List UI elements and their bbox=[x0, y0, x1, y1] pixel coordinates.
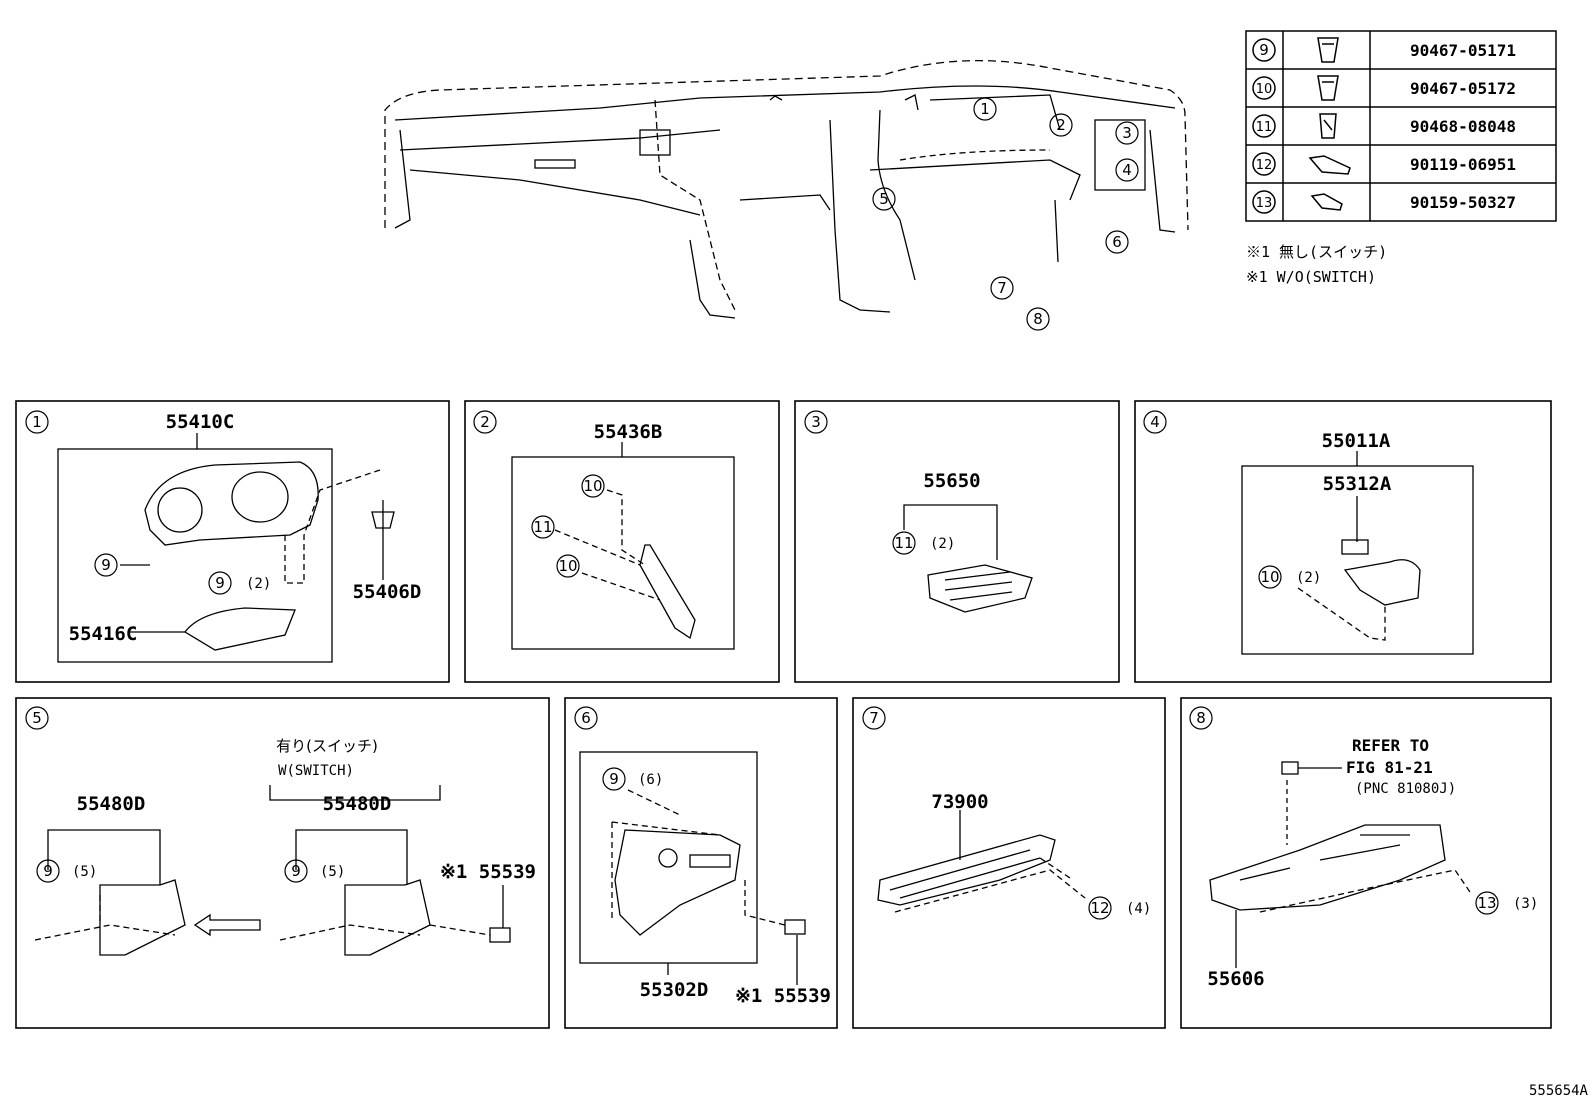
callout-10: 10 bbox=[583, 477, 602, 495]
panel-8-frame bbox=[1180, 697, 1552, 1029]
table-part-number: 90467-05172 bbox=[1410, 79, 1516, 98]
callout-9: 9 bbox=[291, 862, 301, 880]
table-part-number: 90159-50327 bbox=[1410, 193, 1516, 212]
note-en: ※1 W/O(SWITCH) bbox=[1246, 268, 1376, 286]
panel-5-drawing bbox=[34, 785, 511, 956]
overview-callout-7: 7 bbox=[997, 279, 1007, 297]
overview-callout-5: 5 bbox=[879, 190, 889, 208]
part-number-55406D: 55406D bbox=[353, 581, 422, 603]
quantity-label: (2) bbox=[246, 576, 271, 592]
quantity-label: (6) bbox=[638, 772, 663, 788]
table-ref-10: 10 bbox=[1256, 82, 1273, 97]
panel-3-drawing bbox=[903, 504, 1033, 613]
panel-3-number: 3 bbox=[811, 413, 821, 431]
part-number-55539: ※1 55539 bbox=[440, 861, 536, 883]
table-ref-13: 13 bbox=[1256, 196, 1273, 211]
panel-2-drawing bbox=[511, 442, 735, 650]
part-number-55302D: 55302D bbox=[640, 979, 709, 1001]
callout-9: 9 bbox=[101, 556, 111, 574]
clip-icon bbox=[1317, 37, 1339, 63]
panel-7-frame bbox=[852, 697, 1166, 1029]
callout-10: 10 bbox=[1260, 568, 1279, 586]
note-jp: ※1 無し(スイッチ) bbox=[1246, 243, 1387, 261]
panel-6-drawing bbox=[579, 751, 806, 985]
callout-11: 11 bbox=[894, 534, 913, 552]
panel-2-frame bbox=[464, 400, 780, 683]
refer-pnc-label: (PNC 81080J) bbox=[1355, 781, 1456, 797]
panel-5-frame bbox=[15, 697, 550, 1029]
refer-to-label: REFER TO bbox=[1352, 736, 1429, 755]
panel-7-drawing bbox=[877, 810, 1086, 913]
callout-12: 12 bbox=[1090, 899, 1109, 917]
part-number-55416C: 55416C bbox=[69, 623, 138, 645]
screw-icon bbox=[1310, 193, 1343, 211]
table-part-number: 90119-06951 bbox=[1410, 155, 1516, 174]
part-number-55480D: 55480D bbox=[323, 793, 392, 815]
part-number-55480D: 55480D bbox=[77, 793, 146, 815]
refer-fig-label: FIG 81-21 bbox=[1346, 758, 1433, 777]
screw-icon bbox=[1308, 155, 1351, 175]
with-switch-label-en: W(SWITCH) bbox=[278, 763, 354, 779]
part-number-55539: ※1 55539 bbox=[735, 985, 831, 1007]
callout-9: 9 bbox=[609, 770, 619, 788]
quantity-label: (4) bbox=[1126, 901, 1151, 917]
part-number-55410C: 55410C bbox=[166, 411, 235, 433]
dashboard-overview bbox=[384, 60, 1189, 319]
panel-4-number: 4 bbox=[1150, 413, 1160, 431]
callout-9: 9 bbox=[43, 862, 53, 880]
panel-1-frame bbox=[15, 400, 450, 683]
table-ref-12: 12 bbox=[1256, 158, 1273, 173]
part-number-55011A: 55011A bbox=[1322, 430, 1391, 452]
panel-1-number: 1 bbox=[32, 413, 42, 431]
figure-id: 555654A bbox=[1529, 1083, 1589, 1099]
panel-2-number: 2 bbox=[480, 413, 490, 431]
callout-11: 11 bbox=[533, 518, 552, 536]
table-part-number: 90467-05171 bbox=[1410, 41, 1516, 60]
part-number-55436B: 55436B bbox=[594, 421, 663, 443]
clip-icon bbox=[1317, 75, 1339, 101]
callout-13: 13 bbox=[1477, 894, 1496, 912]
quantity-label: (5) bbox=[72, 864, 97, 880]
quantity-label: (2) bbox=[930, 536, 955, 552]
overview-callout-6: 6 bbox=[1112, 233, 1122, 251]
part-number-55606: 55606 bbox=[1207, 968, 1264, 990]
overview-callout-2: 2 bbox=[1056, 116, 1066, 134]
panel-5-number: 5 bbox=[32, 709, 42, 727]
table-ref-9: 9 bbox=[1259, 41, 1269, 59]
panel-8-number: 8 bbox=[1196, 709, 1206, 727]
clip-icon bbox=[1319, 113, 1337, 139]
overview-callout-1: 1 bbox=[980, 100, 990, 118]
overview-callouts bbox=[872, 97, 1139, 331]
overview-callout-3: 3 bbox=[1122, 124, 1132, 142]
panel-3-frame bbox=[794, 400, 1120, 683]
panel-6-frame bbox=[564, 697, 838, 1029]
panel-4-frame bbox=[1134, 400, 1552, 683]
table-ref-11: 11 bbox=[1256, 120, 1273, 135]
part-number-55650: 55650 bbox=[923, 470, 980, 492]
panel-6-number: 6 bbox=[581, 709, 591, 727]
panel-8-drawing bbox=[1209, 761, 1473, 968]
quantity-label: (5) bbox=[320, 864, 345, 880]
quantity-label: (3) bbox=[1513, 896, 1538, 912]
quantity-label: (2) bbox=[1296, 570, 1321, 586]
part-number-73900: 73900 bbox=[931, 791, 988, 813]
overview-callout-8: 8 bbox=[1033, 310, 1043, 328]
callout-10: 10 bbox=[558, 557, 577, 575]
fastener-table bbox=[1245, 30, 1557, 222]
table-part-number: 90468-08048 bbox=[1410, 117, 1516, 136]
panel-7-number: 7 bbox=[869, 709, 879, 727]
overview-callout-4: 4 bbox=[1122, 161, 1132, 179]
callout-9: 9 bbox=[215, 574, 225, 592]
with-switch-label-jp: 有り(スイッチ) bbox=[276, 737, 378, 755]
panel-4-drawing bbox=[1241, 451, 1474, 655]
panel-1-drawing bbox=[57, 433, 395, 663]
part-number-55312A: 55312A bbox=[1323, 473, 1392, 495]
